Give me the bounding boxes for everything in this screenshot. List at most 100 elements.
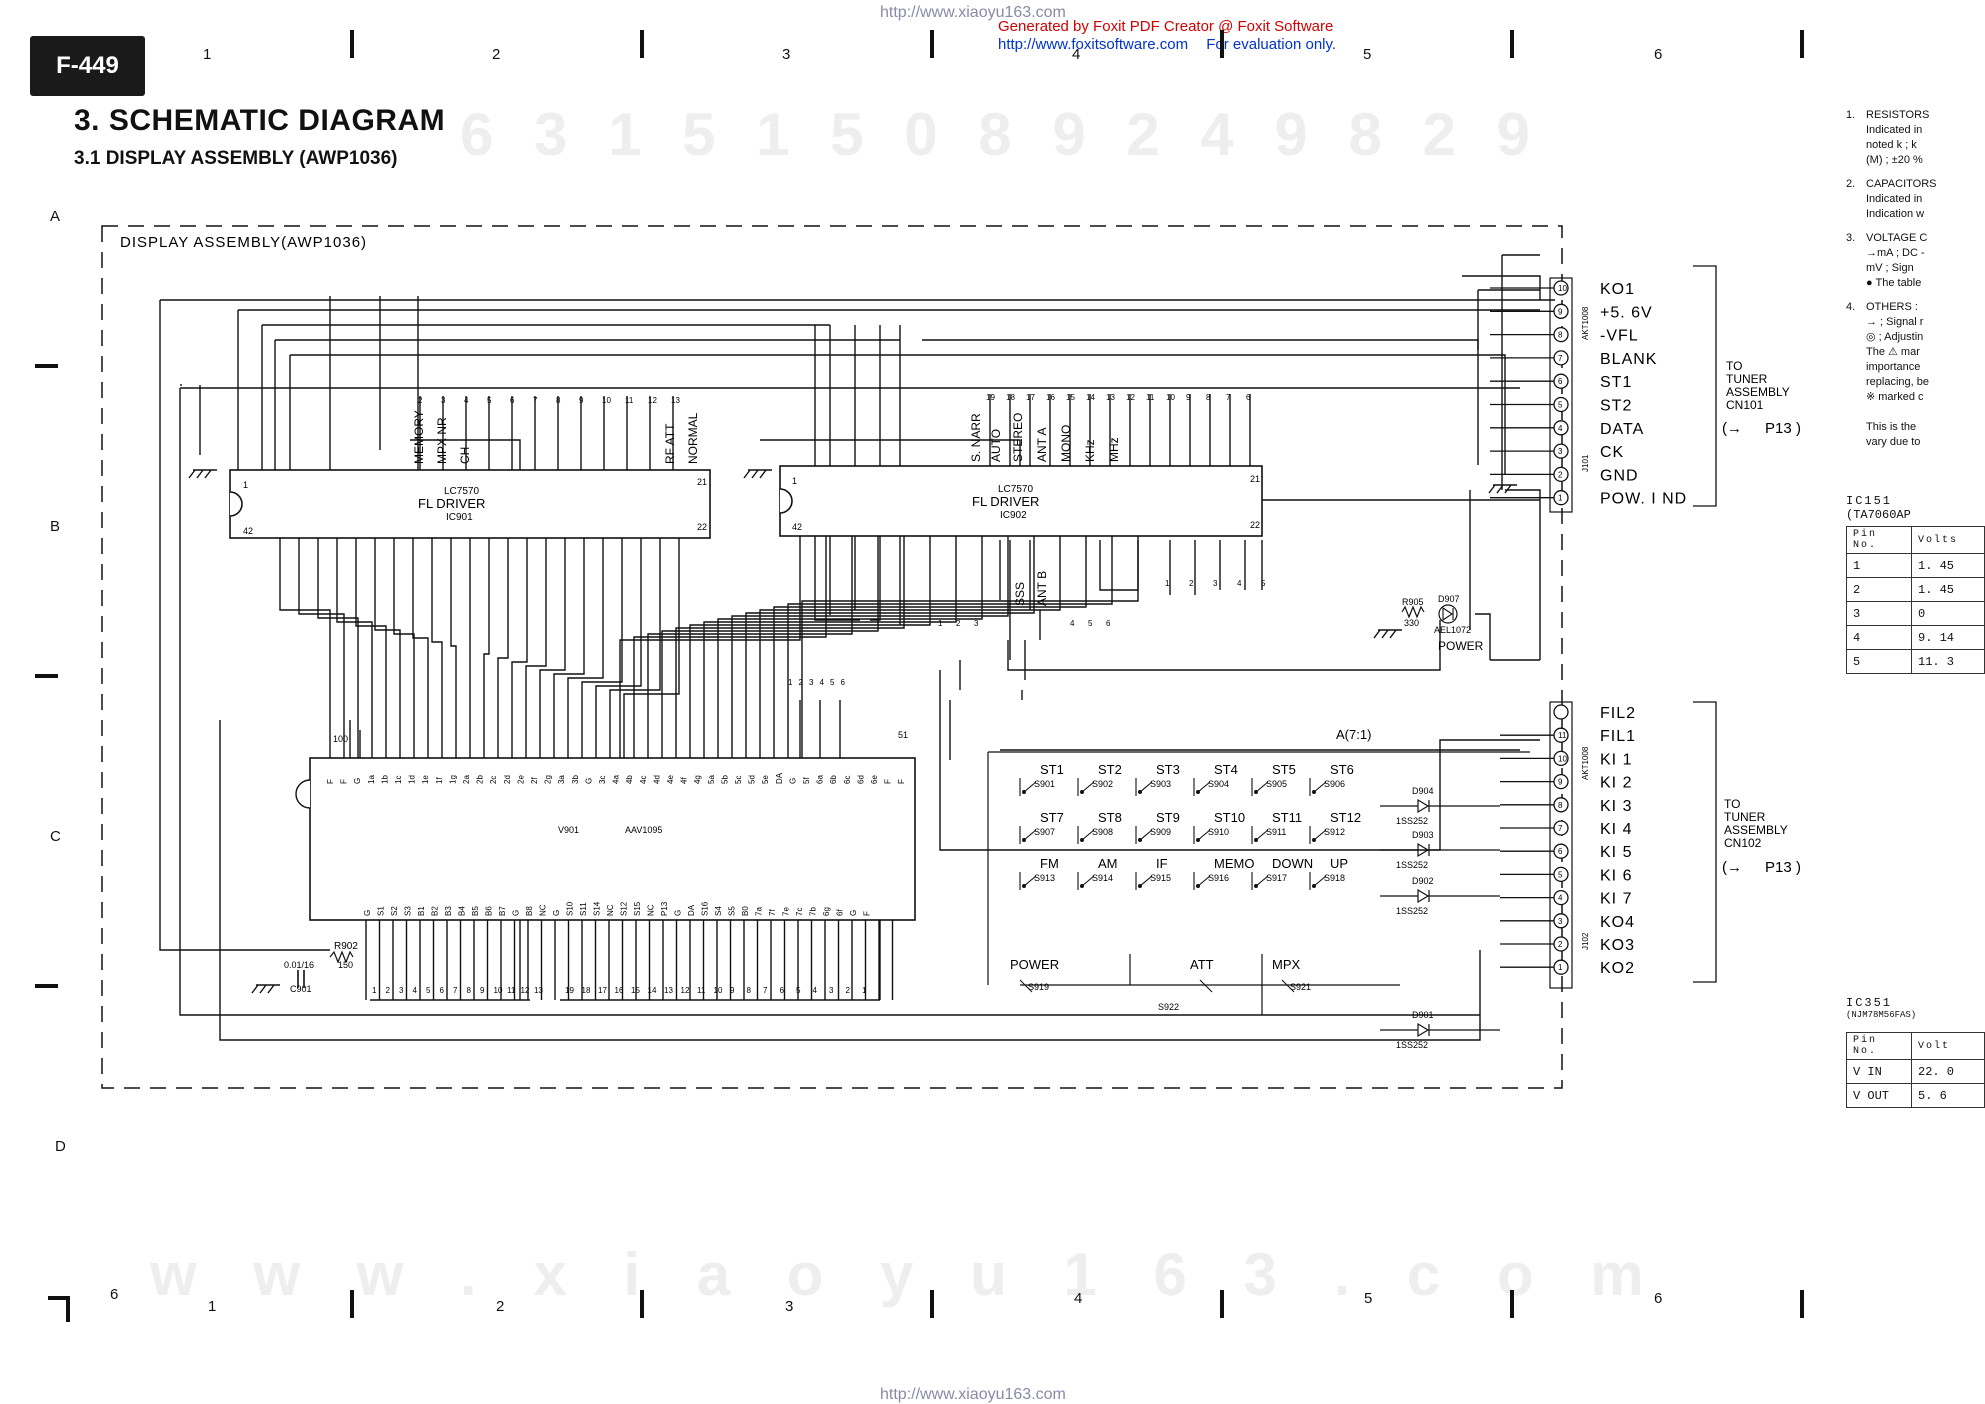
key-s914-ref: S914 xyxy=(1092,873,1113,883)
d907-label: POWER xyxy=(1438,639,1484,653)
j102-pin-9: 9 xyxy=(1558,778,1563,787)
key-st6-label: ST6 xyxy=(1330,762,1354,777)
j101-close-paren: ) xyxy=(1796,420,1801,437)
v901-botpin-22: P13 xyxy=(660,901,669,916)
wire-23 xyxy=(799,700,841,760)
j101-pin-9: 9 xyxy=(1558,307,1563,316)
v901-busnum-r5: 5 xyxy=(796,986,801,995)
ic901-toppin-10: 10 xyxy=(602,396,611,405)
ic902-function: FL DRIVER xyxy=(972,494,1039,509)
v901-toppin-5: 1c xyxy=(394,776,403,784)
v901-toppin-0: F xyxy=(326,779,335,784)
j101-pin-3: 3 xyxy=(1558,447,1563,456)
v901-busnum-r3: 3 xyxy=(829,986,834,995)
v901-busnum-l9: 9 xyxy=(480,986,485,995)
v901-conn-5: 5 xyxy=(830,678,835,687)
background-watermark-www: w w w . x i a o y u 1 6 3 . c o m xyxy=(150,1241,1664,1308)
v901-botpin-25: S16 xyxy=(701,901,710,916)
key-s902-ref: S902 xyxy=(1092,779,1113,789)
key-s917-ref: S917 xyxy=(1266,873,1287,883)
j101-bracket xyxy=(1693,265,1717,507)
v901-pin100: 100 xyxy=(333,734,348,744)
wire-17 xyxy=(1007,540,1441,671)
key-s907-ref: S907 xyxy=(1034,827,1055,837)
key-st10-label: ST10 xyxy=(1214,810,1245,825)
ic902-lead-0 xyxy=(619,536,801,758)
watermark-url-bottom: http://www.xiaoyu163.com xyxy=(880,1386,1066,1403)
note-body: VOLTAGE C→mA ; DC -mV ; Sign● The table xyxy=(1866,231,1927,291)
key-st5-label: ST5 xyxy=(1272,762,1296,777)
j101-dest-2: ASSEMBLY xyxy=(1726,385,1790,399)
ic902-toppin-9: 9 xyxy=(1186,393,1191,402)
ic901-lead-20 xyxy=(609,538,661,758)
j101-signal-0: KO1 xyxy=(1600,281,1635,298)
key-s901-dot xyxy=(1022,790,1026,794)
key-s921-symbol xyxy=(1281,979,1295,993)
note-number: 4. xyxy=(1846,301,1856,313)
v901-busnum-r12: 12 xyxy=(681,986,690,995)
ic902-botlabel-1: ANT B xyxy=(1035,571,1049,606)
key-att-label: ATT xyxy=(1190,957,1214,972)
v901-toppin-35: 5f xyxy=(802,777,811,784)
ic901-label-3: RF ATT xyxy=(663,423,677,464)
table-cell: 2 xyxy=(1846,577,1912,602)
v901-busnum-l3: 3 xyxy=(399,986,404,995)
key-s904-ref: S904 xyxy=(1208,779,1229,789)
v901-busnum-l8: 8 xyxy=(467,986,472,995)
j102-pin-3: 3 xyxy=(1558,917,1563,926)
ic902-botpin-m5: 5 xyxy=(1088,619,1093,628)
ic901-toppin-6: 6 xyxy=(510,396,515,405)
ic902-toppin-14: 14 xyxy=(1086,393,1095,402)
key-s910-dot xyxy=(1196,838,1200,842)
wire-20 xyxy=(1238,490,1540,630)
ic901-label-4: NORMAL xyxy=(686,412,700,464)
key-s917-dot xyxy=(1254,884,1258,888)
v901-toppin-24: 4d xyxy=(652,775,661,784)
page-number-badge: F-449 xyxy=(30,36,145,96)
ic901-ref: IC901 xyxy=(446,512,473,523)
v901-botpin-31: 7e xyxy=(782,907,791,916)
ic901-toppin-11: 11 xyxy=(625,396,634,405)
wire-16 xyxy=(1462,275,1541,350)
v901-botpin-17: S14 xyxy=(593,901,602,916)
key-st3-label: ST3 xyxy=(1156,762,1180,777)
v901-botpin-34: 6g xyxy=(822,907,831,916)
key-s921-ref: S921 xyxy=(1290,982,1311,992)
foxit-url[interactable]: http://www.foxitsoftware.com xyxy=(998,36,1189,53)
ic902-botpin-r3: 3 xyxy=(1213,579,1218,588)
v901-pin51: 51 xyxy=(898,730,908,740)
key-s906-symbol xyxy=(1309,778,1327,796)
r902-value: 150 xyxy=(338,960,353,970)
key-s918-symbol xyxy=(1309,872,1327,890)
note-line: CAPACITORS xyxy=(1866,178,1937,190)
v901-toppin-37: 6b xyxy=(829,775,838,784)
table-header: Pin No.Volts xyxy=(1846,526,1985,554)
v901-conn-3: 3 xyxy=(809,678,814,687)
v901-botpin-6: B3 xyxy=(444,906,453,916)
ic902-ref: IC902 xyxy=(1000,510,1027,521)
wire-11 xyxy=(760,439,1021,466)
v901-busnum-r7: 7 xyxy=(763,986,768,995)
j101-arrow: (→ xyxy=(1722,420,1742,437)
v901-toppin-29: 5b xyxy=(720,775,729,784)
ic902-toppin-13: 13 xyxy=(1106,393,1115,402)
key-s903-ref: S903 xyxy=(1150,779,1171,789)
foxit-banner: Generated by Foxit PDF Creator @ Foxit S… xyxy=(998,18,1334,35)
ic902-toppin-8: 8 xyxy=(1206,393,1211,402)
v901-botpin-2: S2 xyxy=(390,906,399,916)
j102-signal-0: FIL2 xyxy=(1600,705,1636,722)
v901-toppin-18: 3b xyxy=(571,775,580,784)
ic901-toppin-9: 9 xyxy=(579,396,584,405)
v901-botpin-26: S4 xyxy=(714,906,723,916)
key-s901-symbol xyxy=(1019,778,1037,796)
header-cell: Volt xyxy=(1911,1032,1985,1060)
